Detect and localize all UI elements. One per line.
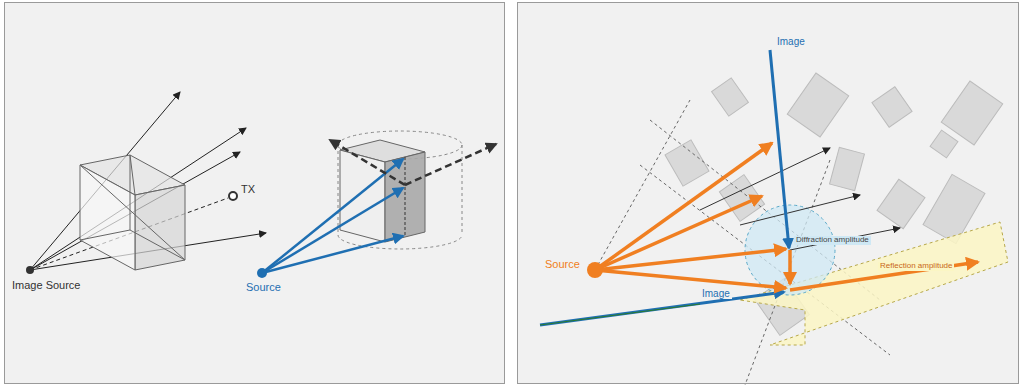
image-label: Image bbox=[700, 288, 732, 299]
tx-label: TX bbox=[241, 183, 255, 195]
reflection-label: Reflection amplitude bbox=[878, 262, 954, 271]
source-label: Source bbox=[543, 258, 582, 270]
source-label: Source bbox=[246, 281, 281, 293]
diffraction-label: Diffraction amplitude bbox=[794, 236, 871, 245]
image-label: Image bbox=[775, 36, 807, 47]
source-label: Image Source bbox=[12, 279, 80, 291]
